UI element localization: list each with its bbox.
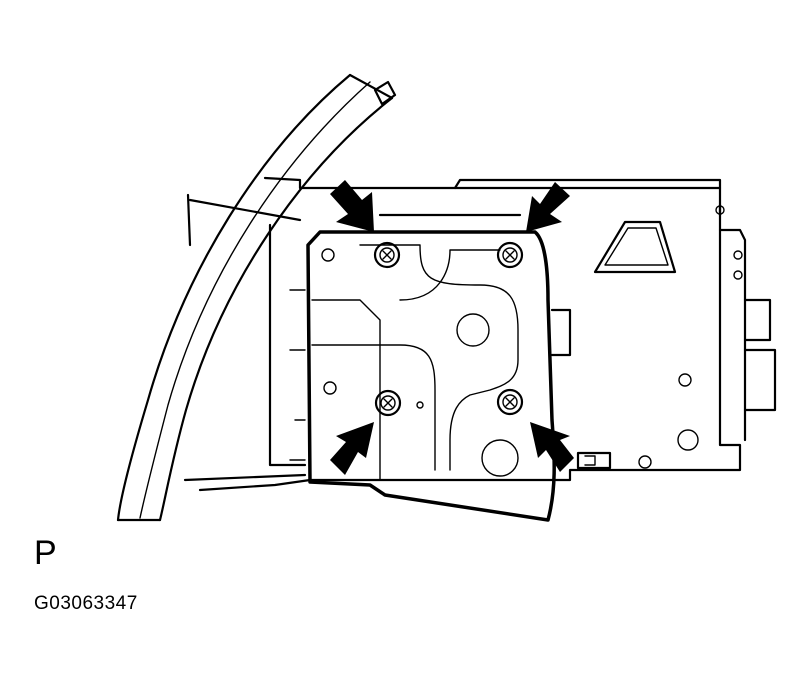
arrow-icon-lower-left xyxy=(330,422,374,475)
door-frame-curve xyxy=(116,73,397,522)
view-label: P xyxy=(34,534,57,572)
figure-code: G03063347 xyxy=(34,593,138,614)
lower-left-bolt xyxy=(374,389,402,417)
arrow-icon-lower-right xyxy=(530,422,574,472)
upper-right-bolt xyxy=(496,241,524,269)
upper-left-bolt xyxy=(373,241,401,269)
lock-base-plate xyxy=(306,230,556,522)
arrow-icon-upper-left xyxy=(330,180,374,232)
arrow-icon-upper-right xyxy=(526,182,570,232)
lock-housing xyxy=(183,176,777,492)
lower-right-bolt xyxy=(496,388,524,416)
